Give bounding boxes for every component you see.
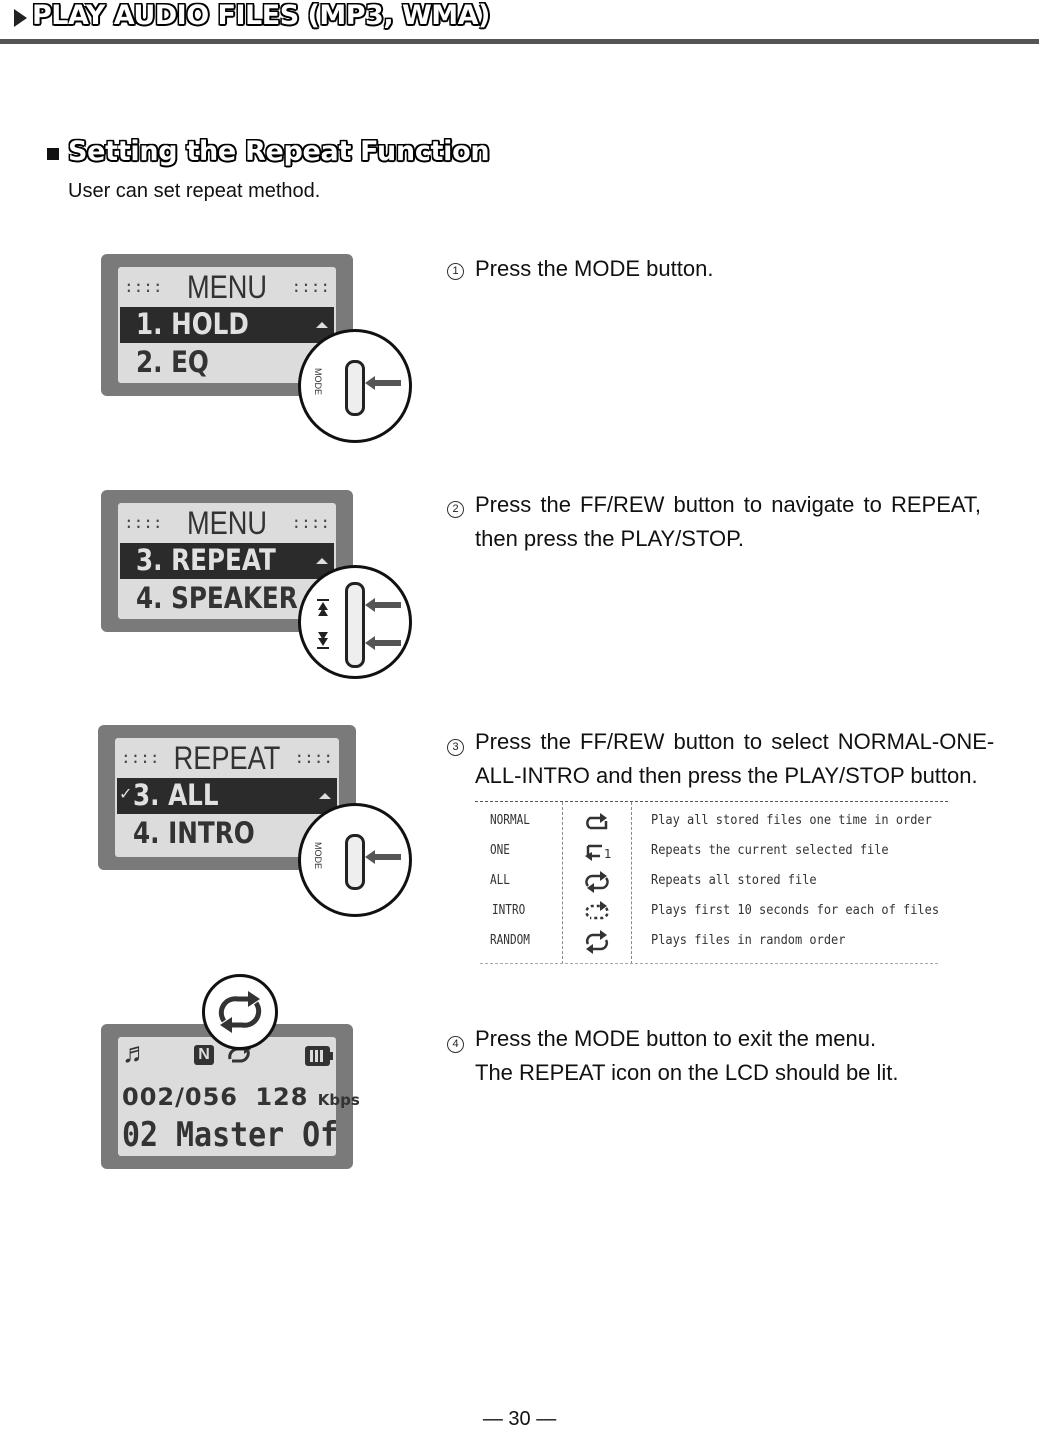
repeat-modes-table: NORMAL Play all stored files one time in…: [475, 801, 948, 964]
page-number: 30: [508, 1408, 531, 1430]
step-1-text: Press the MODE button.: [475, 252, 1035, 286]
footer-dash-right: —: [536, 1408, 557, 1430]
lcd-next-row: 4. SPEAKER: [136, 581, 298, 615]
step-number-1: 1: [447, 263, 464, 280]
mode-row-all: ALL Repeats all stored file: [475, 868, 948, 898]
press-arrow-icon: [365, 598, 401, 612]
section-title: Setting the Repeat Function: [68, 136, 490, 167]
lcd-selected-row: 1. HOLD: [120, 307, 334, 343]
ff-rew-button-closeup: [298, 565, 412, 679]
ff-rew-button-icon: [345, 582, 365, 668]
lcd-selected-text: 3. REPEAT: [136, 543, 276, 577]
mode-button-icon: [345, 834, 365, 890]
press-arrow-icon: [365, 376, 401, 390]
up-arrow-icon: [316, 322, 328, 328]
step-2-line-1: Press the FF/REW button to navigate to R…: [475, 492, 982, 517]
lcd-next-row: 4. INTRO: [133, 816, 255, 850]
mode-button-closeup: MODE: [298, 803, 412, 917]
press-arrow-icon: [365, 636, 401, 650]
press-arrow-icon: [365, 850, 401, 864]
mode-row-random: RANDOM Plays files in random order: [475, 928, 948, 958]
mode-description: Repeats all stored file: [651, 873, 817, 888]
repeat-icon: [218, 991, 262, 1033]
mode-name: INTRO: [492, 903, 526, 918]
square-bullet-icon: [47, 148, 59, 160]
mode-description: Repeats the current selected file: [651, 843, 889, 858]
normal-repeat-icon: [586, 813, 608, 830]
footer-dash-left: —: [482, 1408, 503, 1430]
bitrate-value: 128: [255, 1083, 309, 1111]
step-4-line-2: The REPEAT icon on the LCD should be lit…: [475, 1060, 899, 1085]
step-3-text: Press the FF/REW button to select NORMAL…: [475, 725, 1035, 793]
mode-description: Plays files in random order: [651, 933, 846, 948]
track-counter: 002/056 128 Kbps: [122, 1083, 360, 1111]
skip-icons: [317, 599, 329, 649]
lcd-selected-row: ✓ 3. ALL: [117, 778, 337, 814]
track-number: 002/056: [122, 1083, 238, 1111]
repeat-all-icon: [585, 871, 609, 893]
mode-button-icon: [345, 360, 365, 416]
mode-button-closeup: MODE: [298, 329, 412, 443]
mode-name: RANDOM: [490, 933, 530, 948]
step-3-line-2: ALL-INTRO and then press the PLAY/STOP b…: [475, 763, 978, 788]
lcd-header-text: MENU: [186, 269, 268, 305]
section-subtitle: User can set repeat method.: [68, 180, 321, 202]
lcd-selected-text: 1. HOLD: [136, 307, 249, 341]
lcd-next-row: 2. EQ: [136, 345, 209, 379]
mode-name: ALL: [490, 873, 510, 888]
mode-row-normal: NORMAL Play all stored files one time in…: [475, 808, 948, 838]
intro-icon: [585, 901, 609, 920]
lcd-header-text: MENU: [186, 505, 268, 541]
header-rule: [0, 39, 1039, 44]
random-icon: [585, 930, 609, 954]
lcd-screen-playback: ♬ N 002/056 128 Kbps 02 Master Of: [101, 1024, 360, 1169]
bitrate-unit: Kbps: [317, 1091, 360, 1109]
mode-name: ONE: [490, 843, 510, 858]
up-arrow-icon: [319, 793, 331, 799]
step-1-line-1: Press the MODE button.: [475, 256, 714, 281]
repeat-one-icon: 1: [585, 844, 612, 861]
lcd-screen-menu-hold: :::: MENU :::: 1. HOLD 2. EQ: [101, 254, 353, 396]
up-arrow-icon: [316, 558, 328, 564]
step-number-3: 3: [447, 739, 464, 756]
lcd-header-text: REPEAT: [173, 740, 281, 776]
step-4-line-1: Press the MODE button to exit the menu.: [475, 1026, 877, 1051]
mode-row-one: ONE 1 Repeats the current selected file: [475, 838, 948, 868]
music-note-icon: ♬: [122, 1037, 150, 1068]
page-header: PLAY AUDIO FILES (MP3, WMA): [0, 0, 1039, 48]
mode-row-intro: INTRO Plays first 10 seconds for each of…: [475, 898, 948, 928]
mode-label: MODE: [313, 842, 323, 869]
step-number-2: 2: [447, 501, 464, 518]
lcd-header: :::: MENU ::::: [124, 269, 330, 305]
mode-name: NORMAL: [490, 813, 530, 828]
page-footer: — 30 —: [0, 1408, 1039, 1431]
lcd-header: :::: MENU ::::: [124, 505, 330, 541]
repeat-one-mark: 1: [604, 847, 612, 861]
mode-description: Play all stored files one time in order: [651, 813, 932, 828]
mode-label: MODE: [313, 368, 323, 395]
song-title: 02 Master Of: [122, 1115, 339, 1155]
step-2-text: Press the FF/REW button to navigate to R…: [475, 488, 1035, 556]
lcd-selected-row: 3. REPEAT: [120, 543, 334, 579]
step-3-line-1: Press the FF/REW button to select NORMAL…: [475, 729, 995, 754]
check-icon: ✓: [119, 786, 133, 803]
lcd-header: :::: REPEAT ::::: [121, 740, 333, 776]
page-title: PLAY AUDIO FILES (MP3, WMA): [32, 0, 490, 31]
step-2-line-2: then press the PLAY/STOP.: [475, 526, 745, 551]
lcd-selected-text: 3. ALL: [133, 778, 219, 812]
step-number-4: 4: [447, 1036, 464, 1053]
battery-icon: [305, 1046, 333, 1066]
mode-description: Plays first 10 seconds for each of files: [651, 903, 940, 918]
n-badge: N: [194, 1045, 214, 1065]
play-triangle-icon: [14, 9, 27, 27]
step-4-text: Press the MODE button to exit the menu. …: [475, 1022, 1035, 1090]
repeat-icon-closeup: [202, 974, 278, 1050]
